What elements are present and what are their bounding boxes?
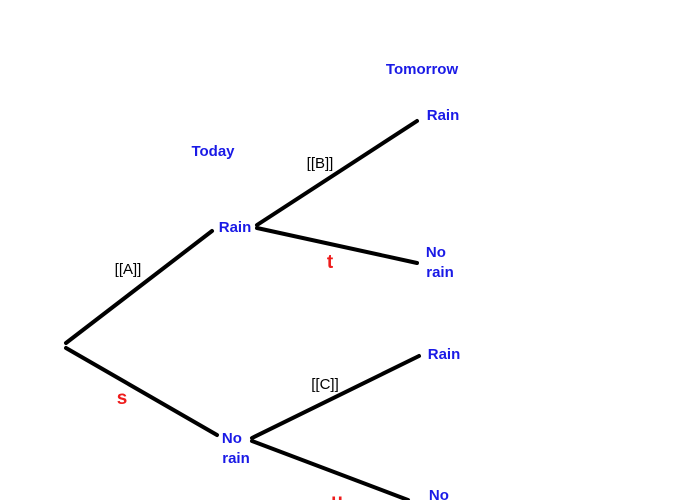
branch-no-rain-to-no-rain xyxy=(250,439,410,500)
node-tomorrow-no-rain-after-no-rain-line1: No xyxy=(429,487,449,500)
node-tomorrow-no-rain-after-no-rain: No rain xyxy=(429,487,457,500)
header-tomorrow: Tomorrow xyxy=(386,61,459,78)
branch-label-c: [[C]] xyxy=(311,376,339,393)
node-today-no-rain: No rain xyxy=(222,430,250,467)
branch-no-rain-to-rain xyxy=(250,354,421,440)
branch-variable-t: t xyxy=(327,252,334,273)
header-today: Today xyxy=(191,143,235,160)
node-tomorrow-rain-after-no-rain: Rain xyxy=(428,346,461,363)
node-today-rain: Rain xyxy=(219,219,252,236)
branch-start-to-no-rain xyxy=(64,346,219,437)
node-tomorrow-no-rain-after-rain-line2: rain xyxy=(426,264,454,281)
node-tomorrow-no-rain-after-rain: No rain xyxy=(426,244,454,281)
branch-label-b: [[B]] xyxy=(307,155,334,172)
node-tomorrow-no-rain-after-rain-line1: No xyxy=(426,244,446,261)
branch-lines xyxy=(64,119,421,500)
branch-rain-to-rain xyxy=(255,119,419,227)
branch-variable-u: u xyxy=(331,491,343,500)
branch-label-a: [[A]] xyxy=(115,261,142,278)
branch-start-to-rain xyxy=(64,229,214,345)
node-today-no-rain-line1: No xyxy=(222,430,242,447)
node-today-no-rain-line2: rain xyxy=(222,450,250,467)
node-tomorrow-rain-after-rain: Rain xyxy=(427,107,460,124)
branch-variable-s: s xyxy=(117,388,128,409)
branch-rain-to-no-rain xyxy=(255,226,419,265)
